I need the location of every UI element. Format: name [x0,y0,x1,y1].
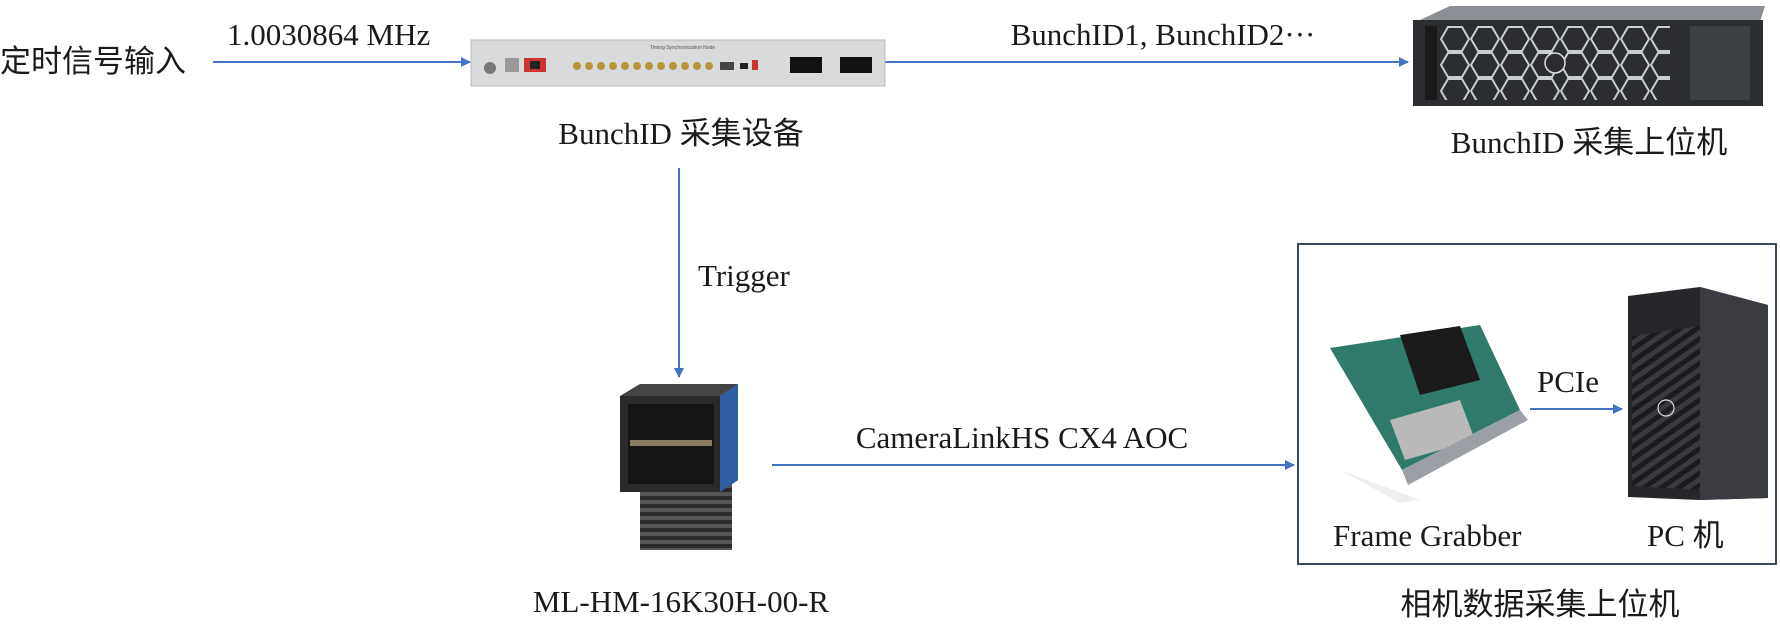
camera-model-label: ML-HM-16K30H-00-R [532,584,830,619]
bunchid-stream-label: BunchID1, BunchID2··· [1010,17,1316,52]
pcie-label: PCIe [1537,364,1599,399]
frequency-label: 1.0030864 MHz [227,17,431,52]
camera-image [620,384,738,550]
bunchid-device-label: BunchID 采集设备 [558,116,804,151]
camera-link-label: CameraLinkHS CX4 AOC [855,420,1189,455]
camera-host-box [1297,243,1777,565]
frame-grabber-label: Frame Grabber [1333,518,1522,553]
bunchid-host-label: BunchID 采集上位机 [1450,125,1728,160]
device-panel-title: Timing Synchronization Node [650,45,715,51]
trigger-label: Trigger [698,258,790,293]
frame-grabber-image [1330,325,1528,503]
timing-input-label: 定时信号输入 [0,44,186,79]
bunchid-server-image [1413,6,1765,106]
pc-label: PC 机 [1647,518,1724,553]
camera-host-label: 相机数据采集上位机 [1400,587,1680,622]
bunchid-device-image: Timing Synchronization Node [470,39,886,87]
pc-tower-image [1628,287,1768,500]
